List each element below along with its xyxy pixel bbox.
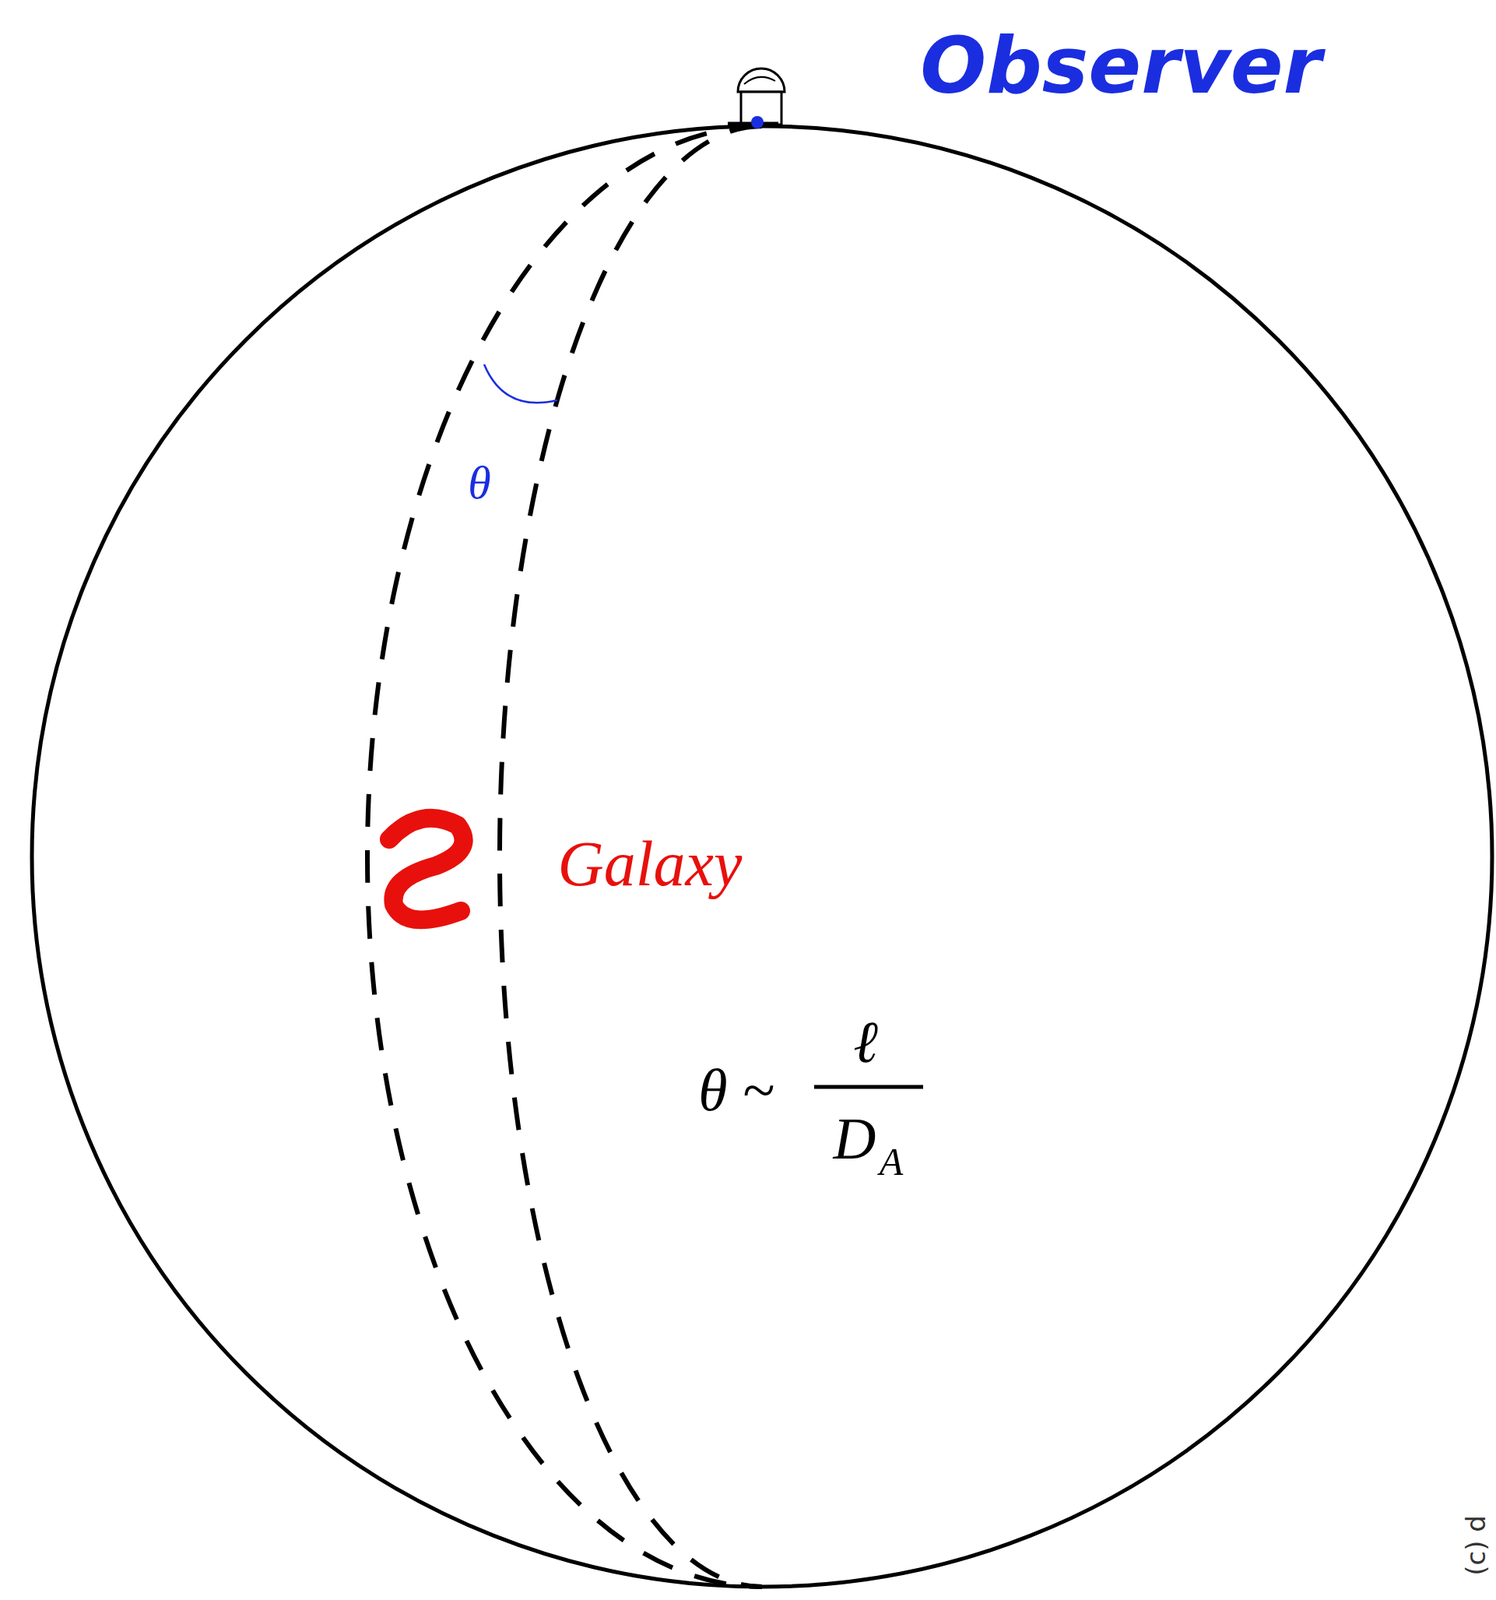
angle-symbol: θ <box>467 459 491 506</box>
formula-text: θ ~ <box>698 1060 774 1120</box>
angle-arc <box>484 364 558 403</box>
light-ray <box>367 126 763 1587</box>
universe-circle <box>31 126 1493 1587</box>
formula-subscript: A <box>879 1141 904 1181</box>
galaxy-symbol <box>389 818 464 920</box>
formula-text: D <box>833 1108 877 1168</box>
telescope-icon <box>727 68 785 129</box>
light-ray <box>499 126 763 1587</box>
watermark: (c) d <box>1462 1514 1489 1576</box>
fraction-bar <box>814 1085 924 1089</box>
observer-label: Observer <box>920 27 1322 106</box>
formula-text: ℓ <box>853 1011 878 1072</box>
galaxy-label: Galaxy <box>558 832 743 896</box>
